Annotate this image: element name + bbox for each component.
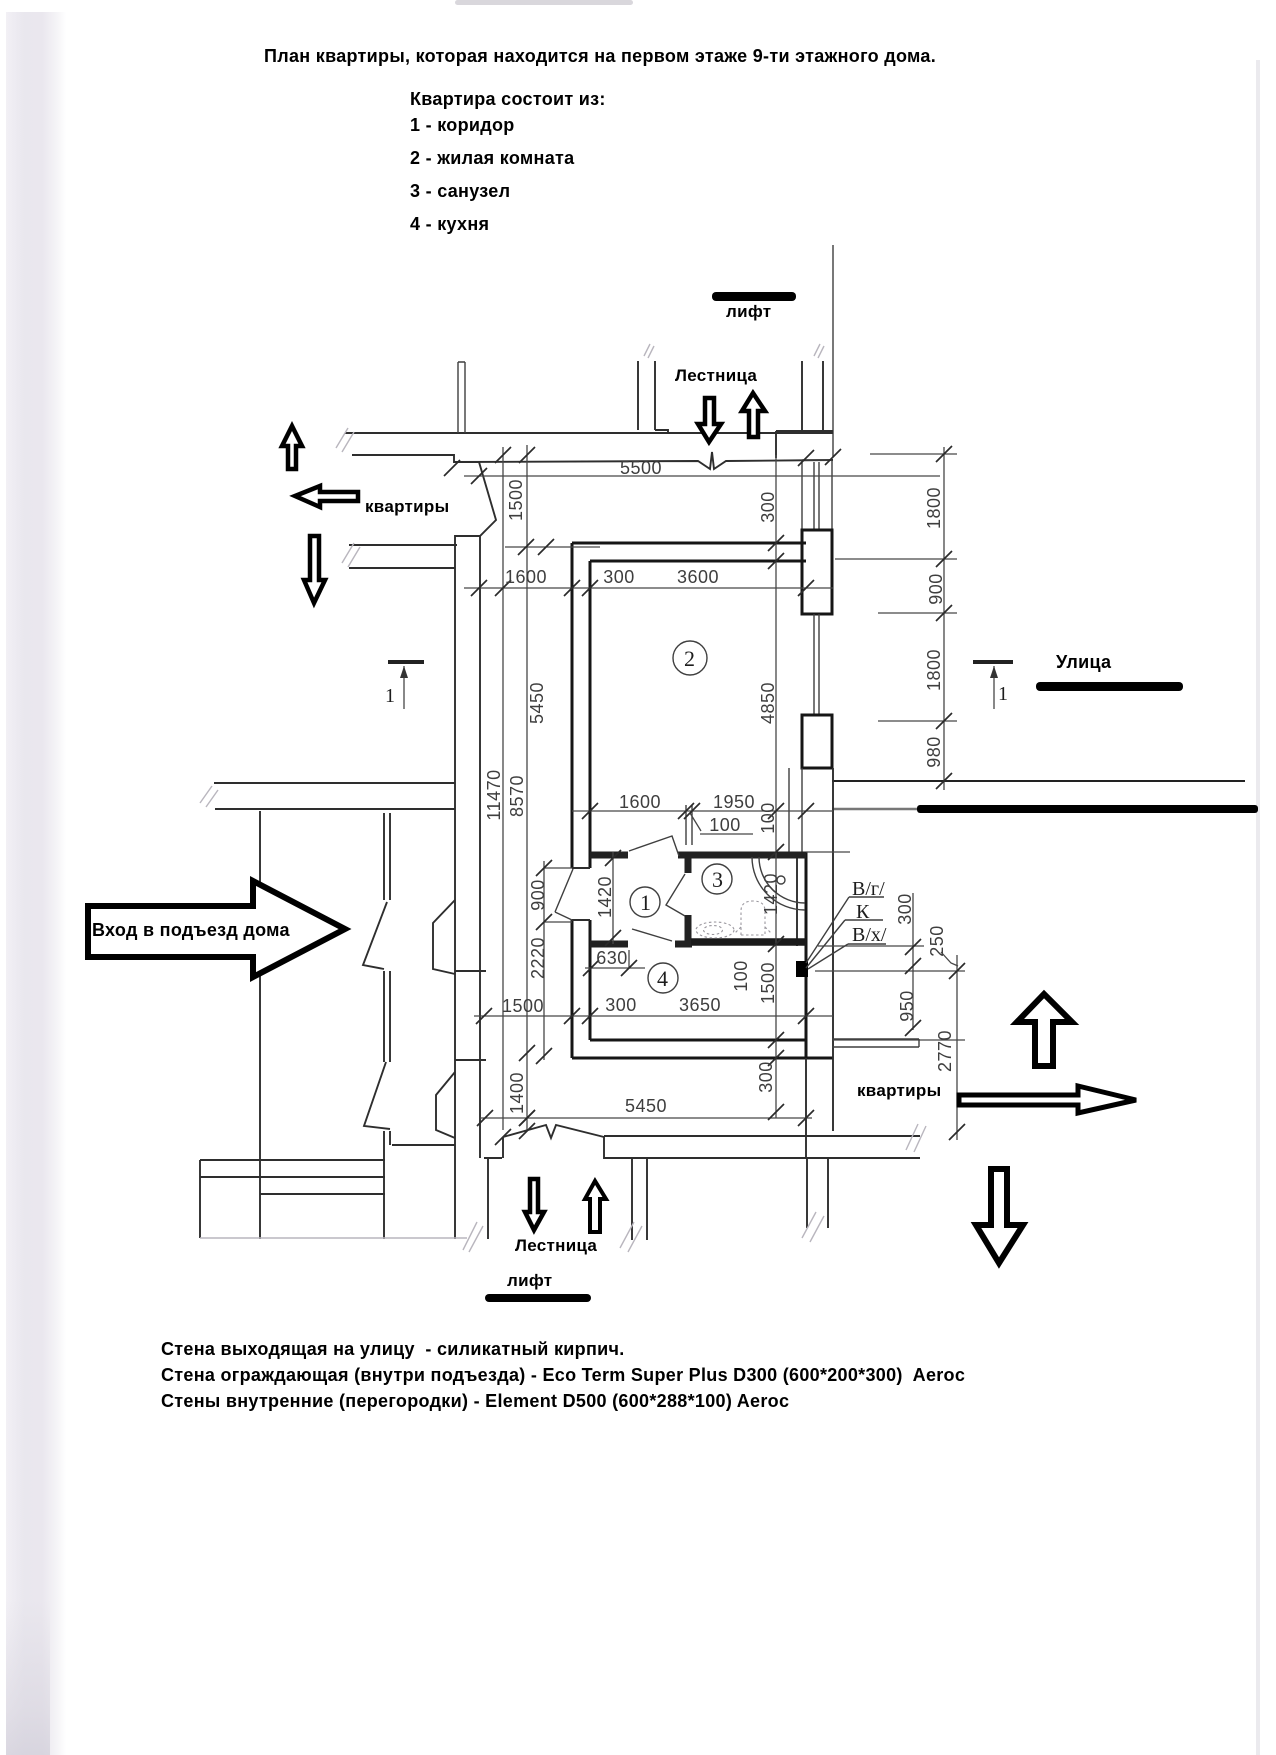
svg-text:1400: 1400 — [507, 1072, 527, 1114]
svg-text:1420: 1420 — [761, 873, 781, 915]
svg-text:1800: 1800 — [924, 649, 944, 691]
svg-text:300: 300 — [895, 893, 915, 925]
svg-text:1600: 1600 — [505, 567, 547, 587]
svg-text:1420: 1420 — [595, 876, 615, 918]
svg-text:1: 1 — [640, 890, 651, 915]
svg-text:980: 980 — [924, 736, 944, 768]
svg-text:2220: 2220 — [528, 937, 548, 979]
svg-text:950: 950 — [897, 990, 917, 1022]
svg-text:8570: 8570 — [507, 775, 527, 817]
svg-text:900: 900 — [528, 879, 548, 911]
svg-text:1: 1 — [385, 685, 395, 707]
svg-text:5450: 5450 — [625, 1096, 667, 1116]
svg-text:100: 100 — [709, 815, 741, 835]
svg-text:4: 4 — [657, 966, 668, 991]
svg-text:300: 300 — [603, 567, 635, 587]
svg-text:1500: 1500 — [506, 479, 526, 521]
svg-text:5500: 5500 — [620, 458, 662, 478]
svg-text:250: 250 — [927, 925, 947, 957]
svg-text:300: 300 — [756, 1061, 776, 1093]
svg-text:900: 900 — [926, 573, 946, 605]
svg-text:3650: 3650 — [679, 995, 721, 1015]
svg-text:1600: 1600 — [619, 792, 661, 812]
svg-text:1: 1 — [998, 683, 1008, 705]
svg-text:1500: 1500 — [502, 996, 544, 1016]
svg-text:1500: 1500 — [758, 962, 778, 1004]
svg-text:2770: 2770 — [935, 1030, 955, 1072]
svg-text:4850: 4850 — [758, 682, 778, 724]
svg-text:300: 300 — [605, 995, 637, 1015]
svg-text:100: 100 — [758, 802, 778, 834]
svg-text:1950: 1950 — [713, 792, 755, 812]
svg-text:11470: 11470 — [484, 769, 504, 820]
svg-text:1800: 1800 — [924, 487, 944, 529]
svg-text:В/х/: В/х/ — [852, 924, 887, 946]
svg-text:3: 3 — [712, 867, 723, 892]
svg-text:300: 300 — [758, 491, 778, 523]
svg-text:5450: 5450 — [527, 682, 547, 724]
svg-text:2: 2 — [684, 646, 695, 671]
svg-text:3600: 3600 — [677, 567, 719, 587]
svg-text:К: К — [856, 901, 870, 923]
svg-text:630: 630 — [596, 948, 628, 968]
svg-text:100: 100 — [731, 960, 751, 992]
svg-text:В/г/: В/г/ — [852, 878, 885, 900]
